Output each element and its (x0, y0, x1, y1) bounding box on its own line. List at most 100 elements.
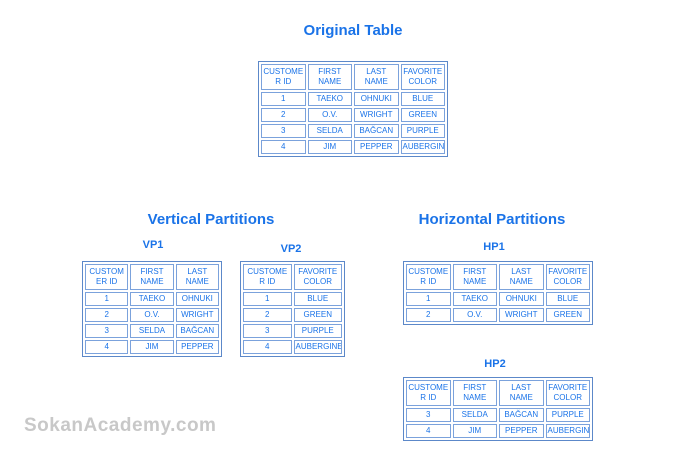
table-cell: OHNUKI (354, 92, 399, 106)
original-table-title: Original Table (303, 22, 403, 39)
table-cell: AUBERGINE (400, 140, 445, 154)
header-cell: FAVORITE COLOR (545, 380, 590, 406)
table-cell: JIM (307, 140, 352, 154)
table-cell: 1 (406, 292, 451, 306)
table-cell: 2 (261, 108, 306, 122)
table-cell: 3 (243, 324, 292, 338)
header-cell: LAST NAME (499, 380, 544, 406)
table-cell: 3 (261, 124, 306, 138)
table-cell: PURPLE (400, 124, 445, 138)
table-cell: SELDA (130, 324, 174, 338)
table-cell: 3 (85, 324, 129, 338)
header-cell: CUSTOMER ID (406, 380, 451, 406)
table-cell: O.V. (452, 308, 497, 322)
watermark: SokanAcademy.com (24, 415, 217, 436)
hp1-label: HP1 (483, 241, 505, 253)
hp2-label: HP2 (484, 358, 506, 370)
header-cell: CUSTOMER ID (85, 264, 129, 290)
header-cell: LAST NAME (354, 64, 399, 90)
table-cell: PEPPER (354, 140, 399, 154)
header-cell: CUSTOMER ID (243, 264, 292, 290)
header-cell: FAVORITE COLOR (545, 264, 590, 290)
table-cell: TAEKO (307, 92, 352, 106)
table-cell: OHNUKI (175, 292, 219, 306)
table-cell: 1 (85, 292, 129, 306)
table-cell: WRIGHT (354, 108, 399, 122)
table-cell: TAEKO (130, 292, 174, 306)
table-cell: PURPLE (293, 324, 342, 338)
table-cell: PEPPER (175, 340, 219, 354)
header-cell: CUSTOMER ID (261, 64, 306, 90)
table-cell: BAĞCAN (175, 324, 219, 338)
table-cell: TAEKO (452, 292, 497, 306)
table-cell: 4 (261, 140, 306, 154)
table-cell: O.V. (130, 308, 174, 322)
table-cell: JIM (130, 340, 174, 354)
table-cell: SELDA (452, 408, 497, 422)
table-cell: GREEN (400, 108, 445, 122)
table-cell: JIM (452, 424, 497, 438)
table-cell: AUBERGINE (545, 424, 590, 438)
header-cell: LAST NAME (175, 264, 219, 290)
header-cell: FIRST NAME (452, 264, 497, 290)
header-cell: FIRST NAME (452, 380, 497, 406)
table-cell: GREEN (545, 308, 590, 322)
table-cell: AUBERGINE (293, 340, 342, 354)
header-cell: CUSTOMER ID (406, 264, 451, 290)
header-cell: FAVORITE COLOR (293, 264, 342, 290)
table-cell: BLUE (293, 292, 342, 306)
table-cell: 4 (406, 424, 451, 438)
header-cell: LAST NAME (499, 264, 544, 290)
table-cell: 2 (243, 308, 292, 322)
table-cell: 2 (406, 308, 451, 322)
vertical-partitions-title: Vertical Partitions (147, 211, 275, 228)
header-cell: FAVORITE COLOR (400, 64, 445, 90)
table-cell: SELDA (307, 124, 352, 138)
table-cell: BLUE (400, 92, 445, 106)
table-cell: BAĞCAN (354, 124, 399, 138)
table-cell: 3 (406, 408, 451, 422)
table-cell: 4 (85, 340, 129, 354)
table-cell: 1 (243, 292, 292, 306)
table-cell: 2 (85, 308, 129, 322)
table-cell: WRIGHT (175, 308, 219, 322)
table-cell: 4 (243, 340, 292, 354)
table-cell: 1 (261, 92, 306, 106)
vp1-label: VP1 (142, 239, 164, 251)
table-cell: O.V. (307, 108, 352, 122)
horizontal-partitions-title: Horizontal Partitions (418, 211, 566, 228)
table-cell: BLUE (545, 292, 590, 306)
table-cell: WRIGHT (499, 308, 544, 322)
table-cell: BAĞCAN (499, 408, 544, 422)
table-cell: PURPLE (545, 408, 590, 422)
table-cell: GREEN (293, 308, 342, 322)
vp2-label: VP2 (280, 243, 302, 255)
table-cell: PEPPER (499, 424, 544, 438)
